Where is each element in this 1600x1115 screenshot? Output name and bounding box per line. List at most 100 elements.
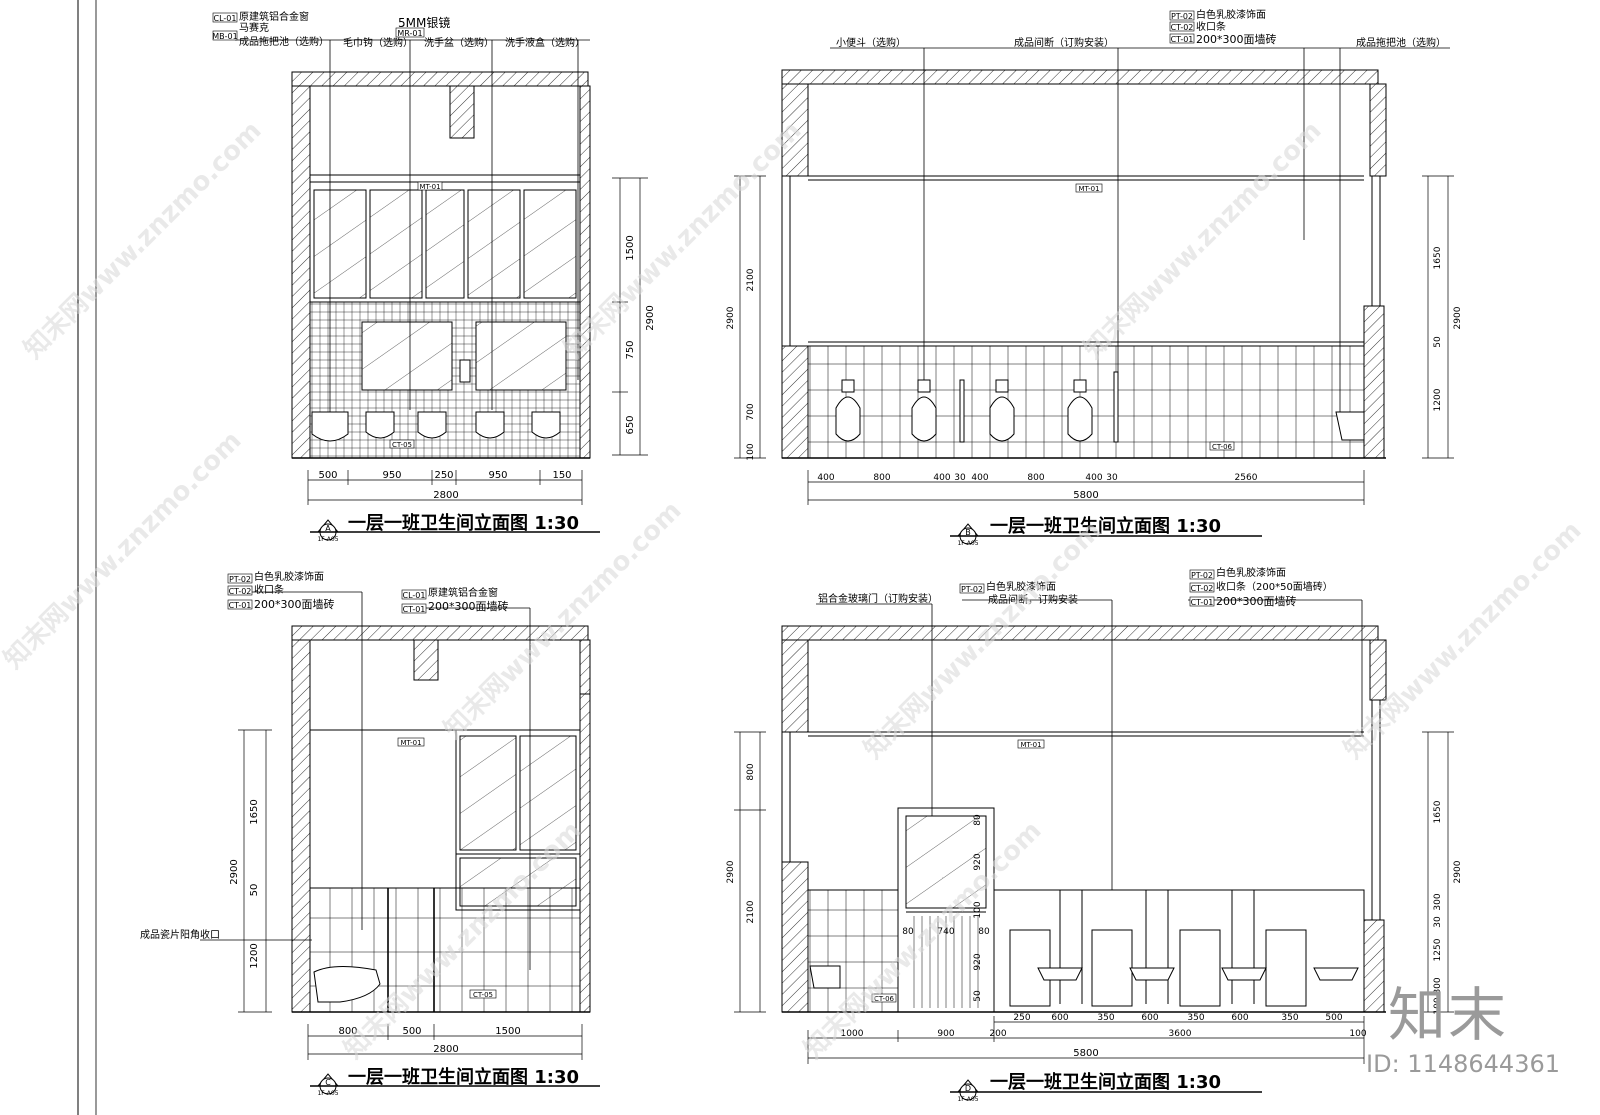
elevation-d: MT-01 CT-06 (781, 599, 1387, 1013)
dim: 350 (1097, 1013, 1114, 1023)
dim: 1500 (625, 235, 636, 260)
label-text: 白色乳胶漆饰面 (1216, 566, 1286, 579)
label-code: CL-01 (214, 14, 237, 23)
dim: 100 (1433, 997, 1443, 1014)
dim: 400 (971, 473, 988, 483)
label-code: PT-02 (1171, 12, 1193, 21)
tag-text: CT-05 (392, 441, 412, 449)
dims-d (734, 731, 1454, 1064)
dim: 3600 (1169, 1029, 1192, 1039)
label-code: CT-01 (403, 605, 426, 614)
label-text: 成品拖把池（选购） (239, 35, 329, 48)
tag-text: MT-01 (400, 739, 421, 747)
dim: 400 (817, 473, 834, 483)
urinals (835, 379, 1093, 442)
brand-logo: 知末 (1387, 981, 1508, 1049)
dim: 1000 (841, 1029, 864, 1039)
dim-total: 5800 (1073, 1048, 1098, 1059)
label-text: 洗手液盒（选购） (505, 36, 585, 49)
squat-toilet (313, 965, 381, 1003)
wash-basins (311, 411, 561, 442)
label-text: 白色乳胶漆饰面 (1196, 8, 1266, 21)
label-text: 收口条 (1196, 20, 1226, 33)
dims-b (734, 175, 1454, 505)
marker-sheet: 1F-A05 (957, 540, 978, 547)
dim: 100 (1349, 1029, 1366, 1039)
label-text: 白色乳胶漆饰面 (986, 580, 1056, 593)
label-text: 成品拖把池（选购） (1356, 36, 1446, 49)
tag-text: CT-06 (874, 995, 895, 1003)
tag-text: MT-01 (1078, 185, 1099, 193)
dim: 2100 (746, 900, 756, 923)
dim-total: 2800 (433, 490, 458, 501)
dim: 800 (873, 473, 890, 483)
view-title-c: C 1F-A05 一层一班卫生间立面图 1:30 (310, 1066, 600, 1097)
dim: 700 (746, 403, 756, 420)
marker-letter: A (325, 524, 331, 533)
label-text: 洗手盆（选购） (424, 36, 494, 49)
label-text: 200*300面墙砖 (1196, 32, 1277, 46)
label-code: CT-02 (1191, 584, 1214, 593)
dim: 100 (973, 901, 983, 918)
dim: 950 (488, 470, 507, 481)
dim: 80 (973, 814, 983, 826)
dim-total: 2900 (645, 305, 656, 330)
dim-total: 5800 (1073, 490, 1098, 501)
dim: 1200 (249, 943, 260, 968)
label-text: 收口条（200*50面墙砖） (1216, 580, 1333, 593)
elevation-a: MT-01 CT-05 (235, 39, 591, 459)
elevation-b: MT-01 CT-06 (781, 47, 1450, 459)
label-text: 原建筑铝合金窗 (239, 10, 309, 23)
dim: 500 (318, 470, 337, 481)
label-code: CT-01 (229, 601, 252, 610)
label-text: 收口条 (254, 583, 284, 596)
dim: 950 (382, 470, 401, 481)
label-code: MB-01 (212, 32, 237, 41)
tag-text: MT-01 (419, 183, 440, 191)
label-code: PT-02 (961, 585, 983, 594)
label-text: 白色乳胶漆饰面 (254, 570, 324, 583)
tag-text: CT-05 (473, 991, 493, 999)
dim: 50 (973, 990, 983, 1002)
label-code: CT-01 (1171, 35, 1194, 44)
dim: 300 (1433, 893, 1443, 910)
dim: 1650 (249, 799, 260, 824)
dim: 1250 (1433, 938, 1443, 961)
dim: 50 (1433, 336, 1443, 348)
dim: 350 (1187, 1013, 1204, 1023)
dim: 200 (989, 1029, 1006, 1039)
marker-letter: C (325, 1078, 331, 1087)
dim: 920 (973, 953, 983, 970)
label-text: 200*300面墙砖 (428, 599, 509, 613)
marker-sheet: 1F-A05 (317, 1090, 338, 1097)
view-title-d: D 1F-A05 一层一班卫生间立面图 1:30 (950, 1071, 1262, 1103)
marker-letter: D (965, 1084, 971, 1093)
label-code: CL-01 (403, 591, 426, 600)
dims-c-text: 800 500 1500 2800 1650 50 1200 2900 (229, 799, 521, 1055)
label-text: 成品间断，订购安装 (988, 593, 1078, 606)
dim: 30 (1433, 916, 1443, 928)
dim: 2100 (746, 268, 756, 291)
image-id: ID: 1148644361 (1366, 1050, 1560, 1078)
dim: 650 (625, 415, 636, 434)
dims-a-text: 500 950 250 950 150 2800 1500 750 650 29… (318, 235, 656, 501)
squat-toilets (1037, 967, 1359, 981)
label-code: CT-01 (1191, 598, 1214, 607)
dim: 100 (746, 443, 756, 460)
dim: 1650 (1433, 246, 1443, 269)
dim: 800 (1027, 473, 1044, 483)
dim-total: 2800 (433, 1044, 458, 1055)
dim: 600 (1141, 1013, 1158, 1023)
dim: 600 (1231, 1013, 1248, 1023)
labels-c: PT-02 白色乳胶漆饰面 CT-02 收口条 CT-01 200*300面墙砖… (140, 570, 509, 941)
dim: 50 (249, 884, 260, 897)
marker-letter: B (965, 528, 971, 537)
dim: 250 (1013, 1013, 1030, 1023)
dims-c (238, 729, 583, 1060)
view-title: 一层一班卫生间立面图 1:30 (348, 1066, 579, 1088)
marker-sheet: 1F-A05 (957, 1096, 978, 1103)
tag-text: MT-01 (1020, 741, 1041, 749)
dim: 1500 (495, 1026, 520, 1037)
label-code: PT-02 (1191, 571, 1213, 580)
